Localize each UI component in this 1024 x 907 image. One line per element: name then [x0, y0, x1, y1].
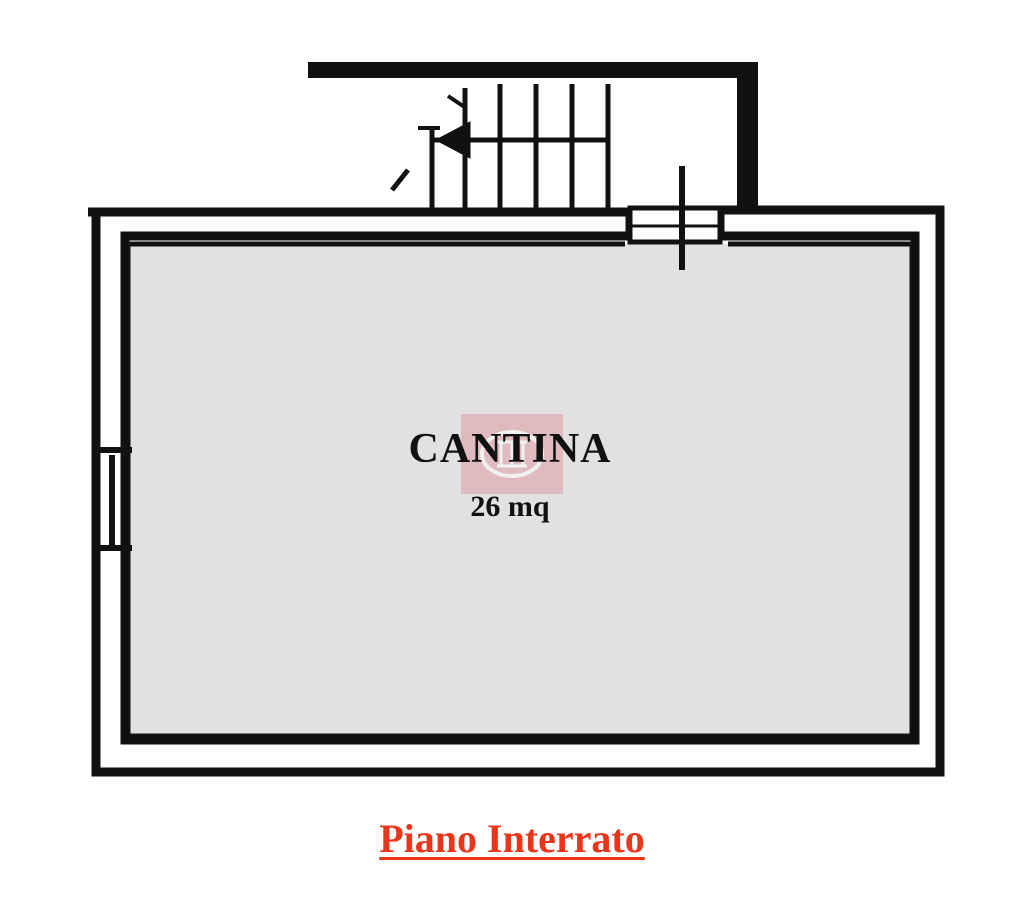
floor-level-caption: Piano Interrato [379, 816, 645, 861]
left-wall-window [100, 447, 132, 551]
agency-logo-watermark-icon [461, 414, 563, 494]
door-opening [627, 166, 723, 270]
outer-wall [88, 205, 945, 777]
stairwell-wall [308, 62, 758, 210]
room-name-label: CANTINA [408, 426, 612, 472]
stair-direction-arrow [390, 94, 471, 192]
room-floor-area [128, 244, 912, 734]
room-area-label: 26 mq [470, 490, 550, 523]
inner-wall-lines [125, 241, 915, 739]
stair-treads [429, 84, 611, 210]
